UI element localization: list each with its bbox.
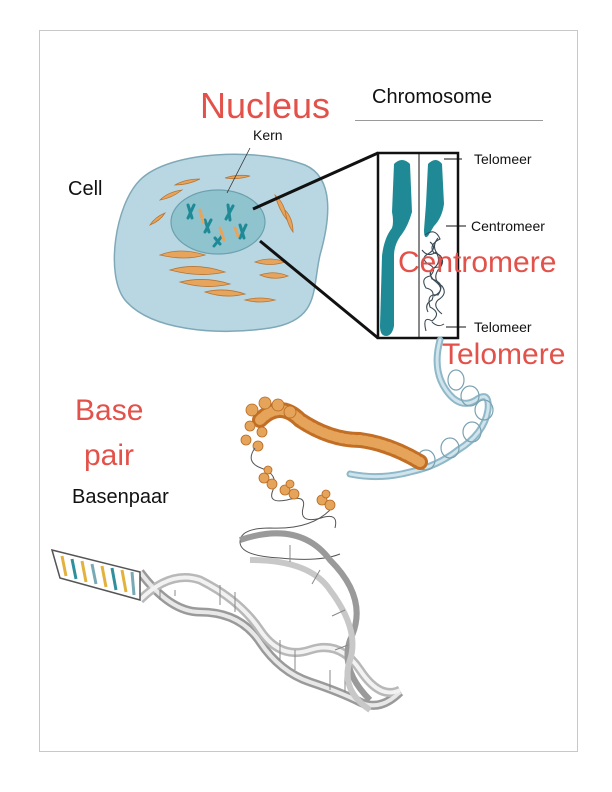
telomeer-top-label: Telomeer	[474, 151, 532, 167]
cell-illustration	[113, 147, 329, 332]
kern-label: Kern	[253, 127, 283, 143]
nucleus-label: Nucleus	[200, 85, 331, 126]
centromere-label: Centromere	[398, 246, 557, 279]
pair-label: pair	[84, 439, 135, 472]
beads-on-string	[239, 447, 341, 560]
chromosome-box	[376, 151, 460, 340]
base-pair-ladder	[50, 548, 141, 601]
telomere-label: Telomere	[442, 338, 566, 371]
basenpaar-label: Basenpaar	[72, 486, 169, 508]
chromosome-title: Chromosome	[372, 86, 493, 108]
dna-double-helix	[136, 530, 404, 713]
centromeer-label: Centromeer	[471, 218, 545, 234]
base-label: Base	[75, 394, 144, 427]
telomeer-bottom-label: Telomeer	[474, 319, 532, 335]
cell-label: Cell	[68, 178, 103, 200]
chromosome-title-underline	[355, 120, 543, 121]
chromatin-fiber	[346, 336, 494, 481]
solenoid-fiber	[240, 396, 428, 470]
page-frame	[39, 30, 578, 752]
